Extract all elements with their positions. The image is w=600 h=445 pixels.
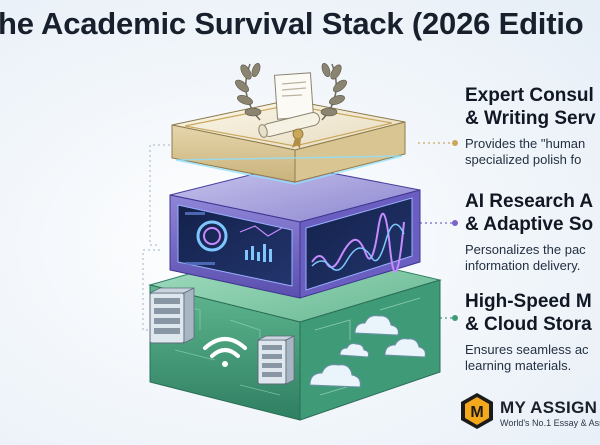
description-line: learning materials. [465,358,572,373]
cloud-icon [339,343,369,358]
waveform-screen-icon [305,197,413,291]
heading-line: & Adaptive So [465,214,594,235]
description-line: Provides the "human [465,136,586,151]
server-rack-icon [257,335,295,385]
brand-tagline: World's No.1 Essay & Assi [500,418,600,428]
brand-name: MY ASSIGN [500,398,598,417]
description-line: Personalizes the pac [465,242,586,257]
layer-heading: High-Speed M & Cloud Stora [465,290,600,336]
cloud-icon [354,315,399,336]
server-rack-icon [149,287,195,344]
left-connector-lines [142,144,175,331]
cloud-icon [309,364,361,388]
layer-description: Personalizes the pac information deliver… [465,242,600,274]
layer-description: Provides the "human specialized polish f… [465,136,600,168]
layer-label-expert: Expert Consul & Writing Serv Provides th… [465,84,600,168]
layer-description: Ensures seamless ac learning materials. [465,342,600,374]
right-connector-lines [418,142,455,319]
layer-label-infrastructure: High-Speed M & Cloud Stora Ensures seaml… [465,290,600,374]
description-line: specialized polish fo [465,152,582,167]
page-title: he Academic Survival Stack (2026 Editio [0,6,584,41]
laurel-diploma-icon [235,63,347,149]
dashboard-screen-icon [177,204,293,287]
connector-dot-purple [452,220,458,226]
wifi-icon [203,337,247,367]
heading-line: & Cloud Stora [465,314,592,335]
heading-line: Expert Consul [465,85,594,106]
layer-heading: AI Research A & Adaptive So [465,190,600,236]
brand-hexagon-icon: M [461,393,493,429]
heading-line: High-Speed M [465,291,592,312]
connector-dot-gold [452,140,458,146]
brand-logo[interactable]: M MY ASSIGN World's No.1 Essay & Assi [458,392,600,436]
heading-line: & Writing Serv [465,108,596,129]
expert-layer [171,99,406,185]
connector-dot-green [452,315,458,321]
heading-line: AI Research A [465,191,594,212]
layer-heading: Expert Consul & Writing Serv [465,84,600,130]
description-line: Ensures seamless ac [465,342,589,357]
brand-logo-letter: M [470,404,483,421]
description-line: information delivery. [465,258,581,273]
layer-label-ai: AI Research A & Adaptive So Personalizes… [465,190,600,274]
cloud-icon [384,338,426,358]
